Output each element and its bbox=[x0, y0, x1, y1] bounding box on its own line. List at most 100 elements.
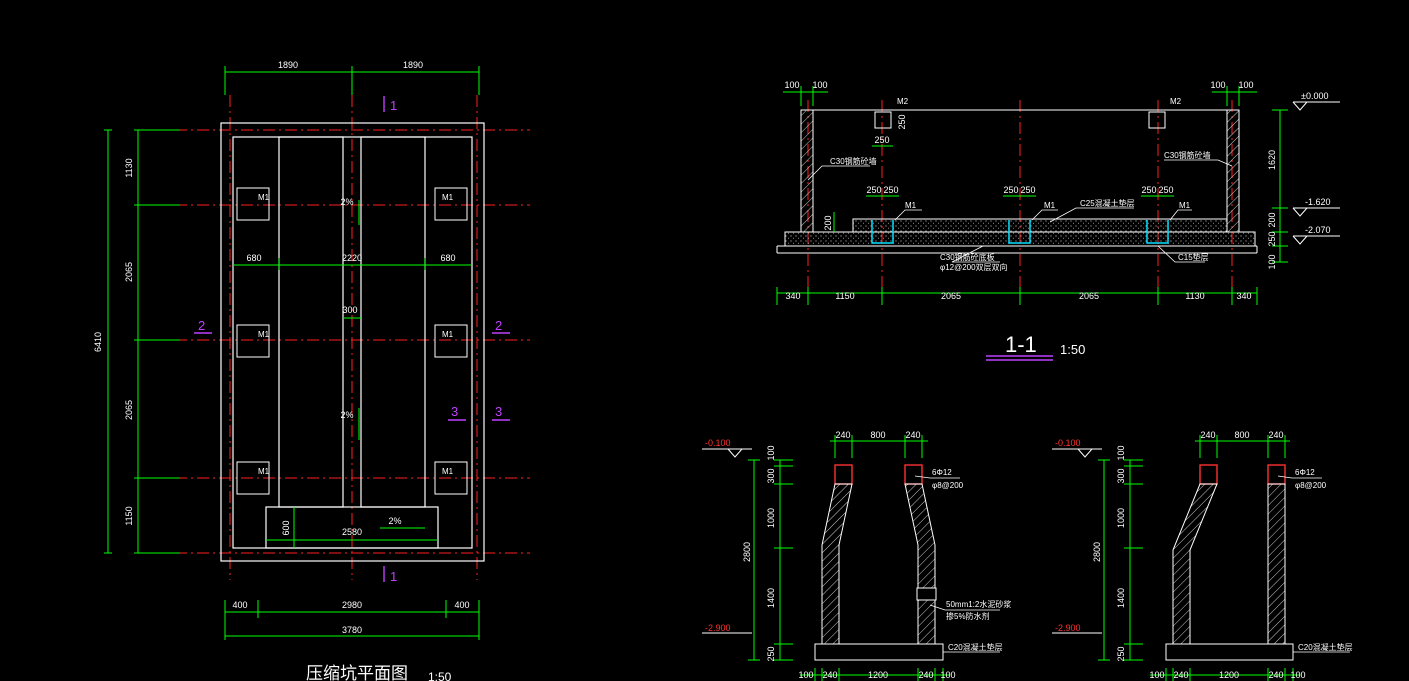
s22-elev-bottom: -2.900 bbox=[705, 623, 731, 633]
s11-m2-label: M2 bbox=[897, 97, 909, 106]
dim-left-2: 2065 bbox=[124, 262, 134, 282]
s11-dimension-lines bbox=[776, 86, 1288, 305]
s22-top-2: 800 bbox=[870, 430, 885, 440]
s11-spacing: 250 bbox=[1003, 185, 1018, 195]
dim-width-mid: 2220 bbox=[342, 253, 362, 263]
s33-wall-right[interactable] bbox=[1267, 483, 1286, 645]
dim-width-left: 680 bbox=[246, 253, 261, 263]
s22-bottom-1: 100 bbox=[798, 670, 813, 680]
dim-pit-width: 2580 bbox=[342, 527, 362, 537]
dim-left-3: 2065 bbox=[124, 400, 134, 420]
s33-bottom-5: 100 bbox=[1290, 670, 1305, 680]
embed-label: M1 bbox=[258, 467, 270, 476]
s22-right-3: 1000 bbox=[766, 508, 776, 528]
s11-embed-m2[interactable] bbox=[874, 111, 892, 129]
section-mark-2-right: 2 bbox=[495, 318, 502, 333]
elev-2070: -2.070 bbox=[1305, 225, 1331, 235]
slope-pit: 2% bbox=[388, 516, 401, 526]
dim-top-right: 1890 bbox=[403, 60, 423, 70]
s11-waterstops[interactable] bbox=[871, 220, 1169, 244]
s11-wall-left[interactable] bbox=[800, 109, 814, 233]
section-mark-3-right: 3 bbox=[495, 404, 502, 419]
s11-spacing: 250 bbox=[874, 135, 889, 145]
s22-bottom-2: 240 bbox=[822, 670, 837, 680]
s11-spacing: 250 bbox=[1020, 185, 1035, 195]
s22-wall-right[interactable] bbox=[904, 483, 936, 645]
plan-outline[interactable] bbox=[220, 122, 485, 562]
elev-1620: -1.620 bbox=[1305, 197, 1331, 207]
s11-right-1: 1620 bbox=[1267, 150, 1277, 170]
s33-right-1: 100 bbox=[1116, 445, 1126, 460]
section-1-1: M2 M2 250 100 100 100 bbox=[776, 80, 1340, 361]
s33-base-note: C20混凝土垫层 bbox=[1298, 642, 1353, 652]
embed-label: M1 bbox=[442, 330, 454, 339]
s33-wall-left[interactable] bbox=[1172, 483, 1218, 645]
s33-right-3: 1000 bbox=[1116, 508, 1126, 528]
s11-embed-m2[interactable] bbox=[1148, 111, 1166, 129]
s22-right-5: 250 bbox=[766, 646, 776, 661]
s11-fill-thk: 200 bbox=[823, 215, 833, 230]
dim-total-height: 6410 bbox=[93, 332, 103, 352]
s22-total: 2800 bbox=[742, 542, 752, 562]
s11-axis-lines bbox=[807, 100, 1233, 290]
s11-dimension-texts: 100 100 100 100 250 250 250 250 250 250 … bbox=[784, 80, 1277, 301]
s11-base-slab[interactable] bbox=[784, 231, 1256, 247]
s22-top-3: 240 bbox=[905, 430, 920, 440]
s22-joint-note-2: 掺5%防水剂 bbox=[946, 611, 990, 621]
s33-bottom-4: 240 bbox=[1268, 670, 1283, 680]
dim-bottom-mid: 2980 bbox=[342, 600, 362, 610]
s11-m1-label: M1 bbox=[1044, 201, 1056, 210]
dim-left-1: 1130 bbox=[124, 158, 134, 177]
s11-bottom-5: 1130 bbox=[1185, 291, 1204, 301]
note-rebar: φ12@200双层双向 bbox=[940, 262, 1008, 272]
slope-upper: 2% bbox=[340, 197, 353, 207]
elev-zero: ±0.000 bbox=[1301, 91, 1328, 101]
section-mark-2-left: 2 bbox=[198, 318, 205, 333]
plan-view: M1 M1 M1 M1 M1 M1 bbox=[93, 60, 530, 681]
dim-total-width: 3780 bbox=[342, 625, 362, 635]
s11-dim-top-4: 100 bbox=[1238, 80, 1253, 90]
s33-rebar-tie: φ8@200 bbox=[1295, 481, 1327, 490]
s33-base[interactable] bbox=[1165, 643, 1294, 661]
s11-scale: 1:50 bbox=[1060, 342, 1085, 357]
s11-bottom-6: 340 bbox=[1236, 291, 1251, 301]
section-mark-3-left: 3 bbox=[451, 404, 458, 419]
section-3-3: 240 800 240 -0.100 -2.900 2800 100 300 1… bbox=[1052, 430, 1353, 681]
s33-elev-bottom: -2.900 bbox=[1055, 623, 1081, 633]
s11-bottom-2: 1150 bbox=[835, 291, 854, 301]
plan-axis-lines bbox=[175, 95, 530, 580]
embed-label: M1 bbox=[258, 330, 270, 339]
s33-top-2: 800 bbox=[1234, 430, 1249, 440]
s33-top-3: 240 bbox=[1268, 430, 1283, 440]
s33-right-2: 300 bbox=[1116, 468, 1126, 483]
s11-dim-top-2: 100 bbox=[812, 80, 827, 90]
s22-rebar-main: 6Φ12 bbox=[932, 468, 952, 477]
s11-title: 1-1 bbox=[1005, 332, 1037, 357]
s11-m2-depth: 250 bbox=[897, 114, 907, 129]
s11-dim-top-1: 100 bbox=[784, 80, 799, 90]
s11-spacing: 250 bbox=[1141, 185, 1156, 195]
s11-wall-right[interactable] bbox=[1226, 109, 1240, 233]
s33-total: 2800 bbox=[1092, 542, 1102, 562]
s33-right-4: 1400 bbox=[1116, 588, 1126, 608]
plan-dimension-lines bbox=[104, 66, 480, 640]
plan-embed-plates[interactable]: M1 M1 M1 M1 M1 M1 bbox=[236, 187, 468, 495]
s22-base[interactable] bbox=[814, 643, 944, 661]
s11-spacing: 250 bbox=[866, 185, 881, 195]
s11-elevations bbox=[1292, 101, 1340, 245]
dim-bottom-left: 400 bbox=[232, 600, 247, 610]
s33-top-1: 240 bbox=[1200, 430, 1215, 440]
dim-left-4: 1150 bbox=[124, 506, 134, 525]
s11-m2-label: M2 bbox=[1170, 97, 1182, 106]
s11-fill-layer[interactable] bbox=[852, 218, 1228, 233]
note-fill: C25混凝土垫层 bbox=[1080, 198, 1135, 208]
dim-pit-height: 600 bbox=[281, 520, 291, 535]
s22-wall-left[interactable] bbox=[821, 483, 853, 645]
s11-dim-top-3: 100 bbox=[1210, 80, 1225, 90]
embed-label: M1 bbox=[258, 193, 270, 202]
s22-top-1: 240 bbox=[835, 430, 850, 440]
s11-right-3: 250 bbox=[1267, 231, 1277, 246]
plan-dimension-texts: 1890 1890 6410 1130 2065 2065 1150 680 2… bbox=[93, 60, 470, 635]
s11-spacing: 250 bbox=[1158, 185, 1173, 195]
